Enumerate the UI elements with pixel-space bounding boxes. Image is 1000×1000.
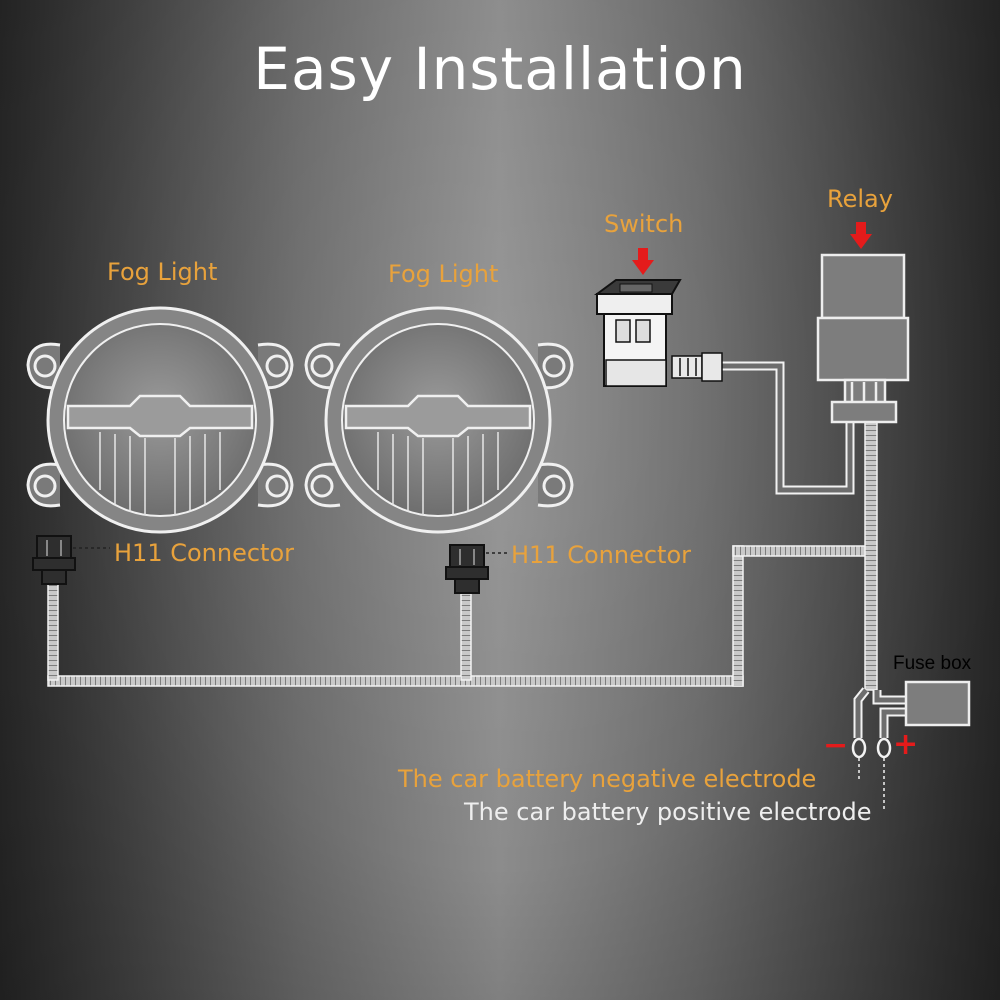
harness-upper-run bbox=[732, 545, 870, 557]
relay-unit bbox=[816, 253, 910, 424]
page-title: Easy Installation bbox=[253, 35, 747, 103]
harness-bottom-run bbox=[47, 675, 744, 687]
switch-arrow-icon bbox=[632, 248, 654, 275]
switch-label: Switch bbox=[604, 210, 684, 238]
mount-ear-bottom-left bbox=[304, 462, 341, 508]
fuse-box-label: Fuse box bbox=[893, 653, 972, 674]
mount-ear-top-right bbox=[537, 342, 574, 390]
wiring-harness bbox=[47, 361, 906, 738]
negative-terminal bbox=[851, 737, 867, 759]
switch-plug bbox=[671, 352, 723, 382]
mount-ear-bottom-left bbox=[26, 462, 61, 508]
fog-light-right bbox=[304, 306, 574, 534]
switch-cable bbox=[722, 361, 855, 495]
mount-ear-bottom-right bbox=[257, 462, 294, 508]
harness-right-riser bbox=[732, 545, 744, 687]
h11-connector-left bbox=[32, 535, 76, 585]
battery-negative-label: The car battery negative electrode bbox=[398, 765, 817, 793]
light-bar bbox=[344, 394, 532, 438]
reflector-lines bbox=[377, 432, 499, 515]
positive-sign: + bbox=[893, 727, 919, 762]
fuse-box bbox=[904, 680, 971, 727]
fog-light-right-label: Fog Light bbox=[388, 260, 499, 288]
battery-positive-label: The car battery positive electrode bbox=[464, 798, 872, 826]
harness-middle-drop bbox=[460, 591, 472, 681]
relay-arrow-icon bbox=[850, 222, 872, 249]
positive-terminal bbox=[876, 737, 892, 759]
mount-ear-top-left bbox=[304, 342, 341, 390]
h11-connector-right-label: H11 Connector bbox=[511, 541, 691, 569]
fog-light-left-label: Fog Light bbox=[107, 258, 218, 286]
relay-label: Relay bbox=[827, 185, 893, 213]
light-bar bbox=[66, 394, 254, 438]
reflector-lines bbox=[99, 432, 221, 515]
mount-ear-top-right bbox=[257, 342, 294, 390]
h11-connector-right bbox=[445, 544, 489, 594]
fog-light-left bbox=[26, 306, 294, 534]
harness-left-drop bbox=[47, 579, 59, 681]
negative-sign: − bbox=[823, 728, 849, 763]
mount-ear-bottom-right bbox=[537, 462, 574, 508]
h11-connector-left-label: H11 Connector bbox=[114, 539, 294, 567]
mount-ear-top-left bbox=[26, 342, 61, 390]
harness-relay-trunk bbox=[864, 419, 878, 691]
switch-unit bbox=[593, 279, 682, 387]
